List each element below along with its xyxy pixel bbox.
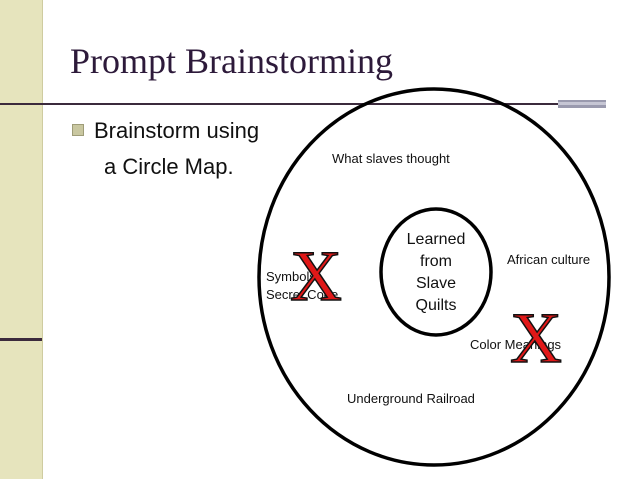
bullet-text-line2: a Circle Map. <box>104 154 234 179</box>
idea-color-meanings: Color Meanings <box>470 337 562 352</box>
center-label: Learned from Slave Quilts <box>384 229 488 317</box>
cross-mark-icon: X <box>289 236 343 316</box>
idea-african-culture: African culture <box>507 252 591 267</box>
slide-sidebar <box>0 0 43 479</box>
outer-circle <box>257 87 611 467</box>
idea-what-slaves-thought: What slaves thought <box>332 151 450 166</box>
center-line: from <box>420 253 452 270</box>
idea-symbols-line1: Symbols/ <box>266 269 320 284</box>
center-line: Slave <box>415 275 457 292</box>
slide-title: Prompt Brainstorming <box>70 41 393 81</box>
center-line: Quilts <box>415 297 457 314</box>
idea-underground-railroad: Underground Railroad <box>347 391 475 406</box>
bullet-square-icon <box>72 124 84 136</box>
cross-mark-icon: X <box>509 298 563 378</box>
idea-symbols-line2: Secret Code <box>266 287 339 302</box>
center-line: Learned <box>406 231 466 248</box>
title-rule <box>0 103 606 105</box>
bullet-text-line1: Brainstorm using <box>94 118 260 143</box>
sidebar-divider <box>0 338 42 341</box>
title-rule-accent-highlight <box>558 102 606 105</box>
inner-circle <box>379 207 493 337</box>
